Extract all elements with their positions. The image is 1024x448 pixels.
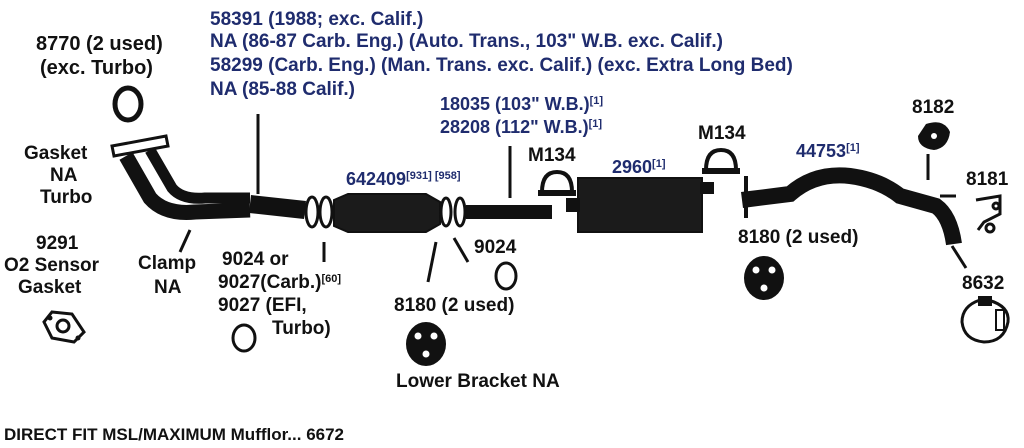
- label-18035: 18035 (103" W.B.)[1]: [440, 95, 603, 113]
- label-18035-sup: [1]: [589, 95, 604, 107]
- label-gasket-na: NA: [50, 165, 78, 186]
- label-18035-text: 18035 (103" W.B.): [440, 94, 590, 114]
- u-bolt-clamp-icon: [538, 169, 576, 196]
- label-44753-sup: [1]: [846, 142, 860, 154]
- label-na-86-87: NA (86-87 Carb. Eng.) (Auto. Trans., 103…: [210, 31, 723, 52]
- label-9291: 9291: [36, 233, 79, 254]
- label-44753: 44753[1]: [796, 142, 860, 160]
- label-2960: 2960[1]: [612, 158, 666, 176]
- tailpipe: [741, 167, 962, 246]
- label-8182: 8182: [912, 97, 955, 118]
- label-58299: 58299 (Carb. Eng.) (Man. Trans. exc. Cal…: [210, 55, 793, 76]
- catalytic-converter-icon: [333, 193, 441, 233]
- label-9024: 9024: [474, 237, 517, 258]
- label-8180-mid: 8180 (2 used): [394, 295, 515, 316]
- label-8180-right: 8180 (2 used): [738, 227, 859, 248]
- label-28208: 28208 (112" W.B.)[1]: [440, 118, 602, 136]
- label-na-85-88: NA (85-88 Calif.): [210, 79, 355, 100]
- label-8770-note: (exc. Turbo): [40, 57, 153, 79]
- label-gasket: Gasket: [24, 143, 88, 164]
- head-pipe: [119, 152, 251, 220]
- label-9027-carb-sup: [60]: [321, 273, 342, 285]
- label-gasket-turbo: Turbo: [40, 187, 93, 208]
- label-m134-a: M134: [528, 145, 576, 166]
- label-28208-text: 28208 (112" W.B.): [440, 117, 589, 137]
- label-642409: 642409[931] [958]: [346, 170, 461, 188]
- label-9027-turbo: Turbo): [272, 318, 331, 339]
- label-58391: 58391 (1988; exc. Calif.): [210, 9, 424, 30]
- label-28208-sup: [1]: [588, 118, 603, 130]
- rubber-hanger-icon: [406, 322, 446, 366]
- u-bolt-clamp-icon: [702, 147, 740, 174]
- label-clamp-na: NA: [154, 277, 182, 298]
- label-m134-b: M134: [698, 123, 746, 144]
- label-o2-gasket: Gasket: [18, 277, 82, 298]
- o2-sensor-gasket-icon: [42, 310, 86, 344]
- label-o2-sensor: O2 Sensor: [4, 255, 100, 276]
- label-44753-text: 44753: [796, 141, 847, 161]
- label-9027-carb: 9027(Carb.)[60]: [218, 273, 341, 292]
- label-9024-or: 9024 or: [222, 249, 289, 270]
- label-2960-text: 2960: [612, 157, 653, 177]
- intermediate-pipe: [466, 205, 552, 219]
- gasket-8770-icon: [112, 85, 144, 123]
- muffler-icon: [577, 177, 703, 233]
- label-8770: 8770 (2 used): [36, 33, 163, 55]
- label-9027-efi: 9027 (EFI,: [218, 295, 307, 316]
- gasket-9024-rear-icon: [439, 196, 453, 228]
- label-clamp: Clamp: [138, 253, 197, 274]
- label-8632: 8632: [962, 273, 1005, 294]
- gasket-9024-icon: [494, 261, 518, 291]
- rubber-hanger-icon: [744, 256, 784, 300]
- gasket-9024-front-icon: [304, 195, 320, 229]
- label-lower-bracket: Lower Bracket NA: [396, 371, 560, 392]
- label-9027-carb-text: 9027(Carb.): [218, 272, 322, 293]
- label-8181: 8181: [966, 169, 1009, 190]
- label-642409-text: 642409: [346, 169, 407, 189]
- clamp-8632-icon: [960, 296, 1010, 344]
- label-642409-sup: [931] [958]: [406, 170, 461, 182]
- gasket-9027-icon: [231, 323, 257, 353]
- bracket-8181-icon: [975, 194, 1002, 234]
- label-2960-sup: [1]: [652, 158, 666, 170]
- footer-text: DIRECT FIT MSL/MAXIMUM Mufflor... 6672: [4, 425, 345, 444]
- flange-icon: [110, 134, 170, 158]
